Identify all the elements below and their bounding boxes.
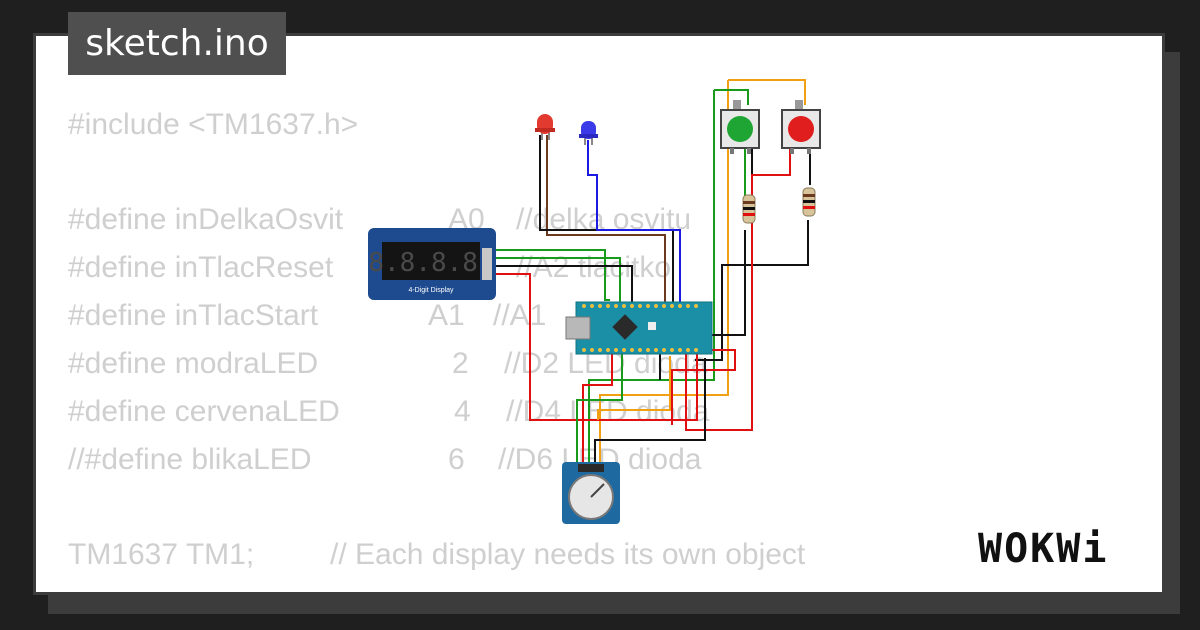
resistor-1	[742, 194, 756, 224]
sketch-title: sketch.ino	[68, 12, 286, 75]
green-pushbutton	[720, 100, 760, 154]
tm1637-display: 8.8.8.8. 4-Digit Display	[368, 228, 496, 300]
potentiometer	[562, 462, 620, 524]
arduino-nano-board	[565, 301, 713, 355]
code-preview: #include <TM1637.h> #define inDelkaOsvit…	[68, 108, 806, 571]
blue-led	[579, 121, 598, 145]
resistor-2	[802, 187, 816, 217]
red-pushbutton	[781, 100, 821, 154]
wires	[490, 79, 811, 465]
red-led	[535, 114, 555, 140]
display-label: 4-Digit Display	[408, 287, 454, 294]
wokwi-logo: WOKWi	[978, 526, 1109, 572]
display-digits: 8.8.8.8.	[368, 248, 493, 278]
